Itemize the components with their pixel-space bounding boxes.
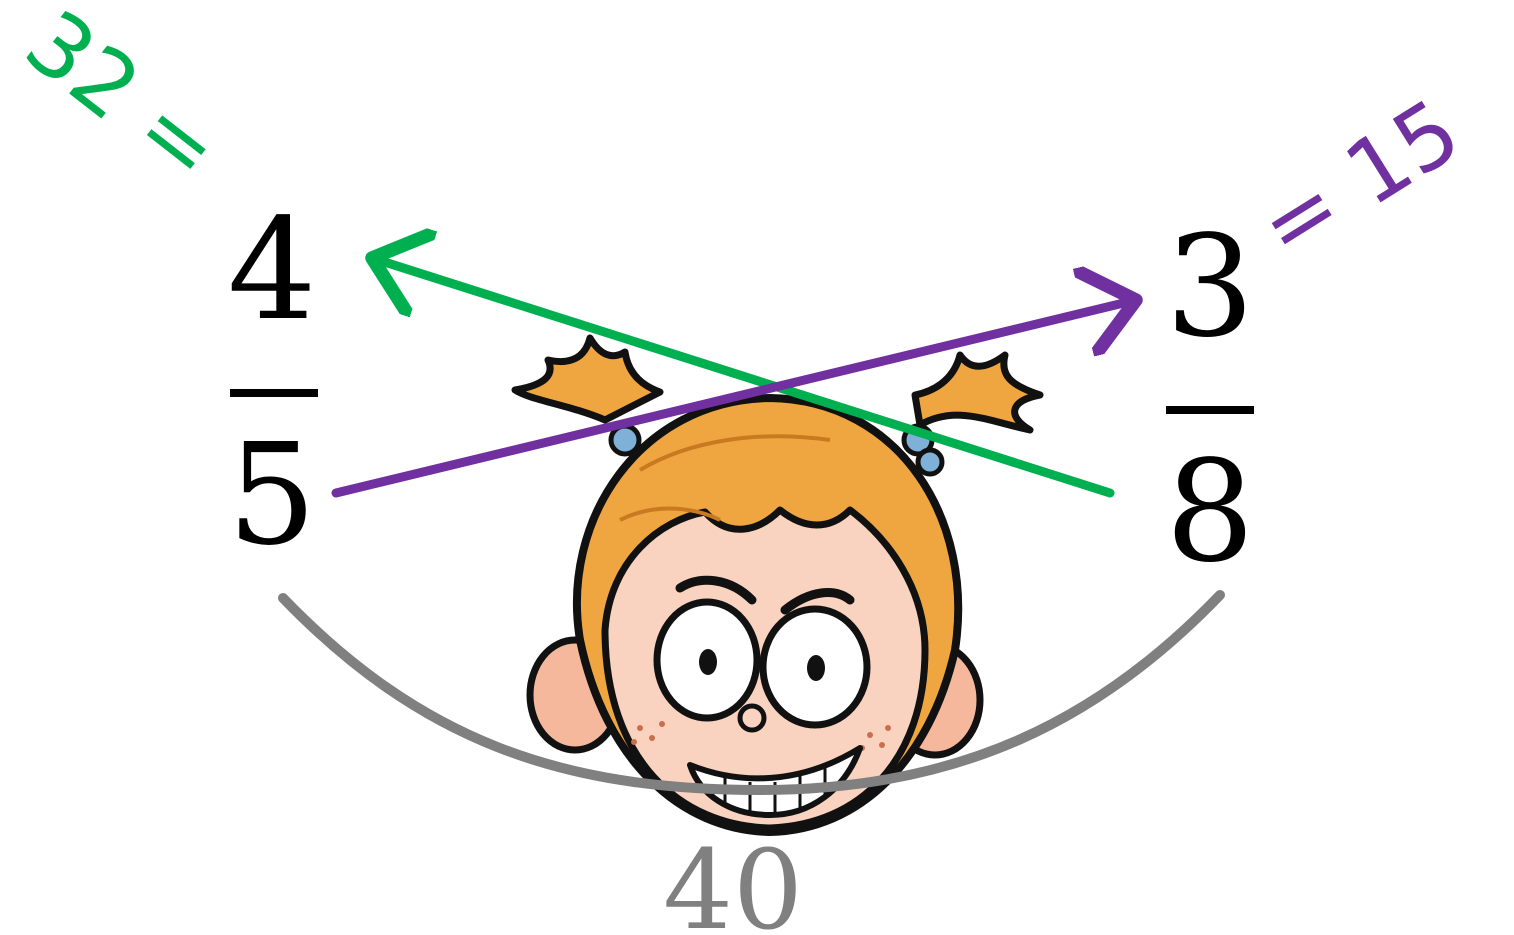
left-denominator: 5: [227, 414, 316, 577]
right-numerator: 3: [1165, 206, 1254, 369]
girl-face-icon: [511, 334, 1044, 837]
purple-cross-arrow: [331, 300, 1136, 498]
bottom-product-label: 40: [663, 826, 803, 935]
bottom-arc: [278, 590, 1225, 796]
right-cross-product-label: = 15: [1242, 79, 1478, 280]
left-cross-product-label: 32 =: [7, 0, 239, 203]
green-cross-arrow: [372, 258, 1115, 498]
right-denominator: 8: [1165, 431, 1254, 594]
left-numerator: 4: [227, 189, 316, 352]
